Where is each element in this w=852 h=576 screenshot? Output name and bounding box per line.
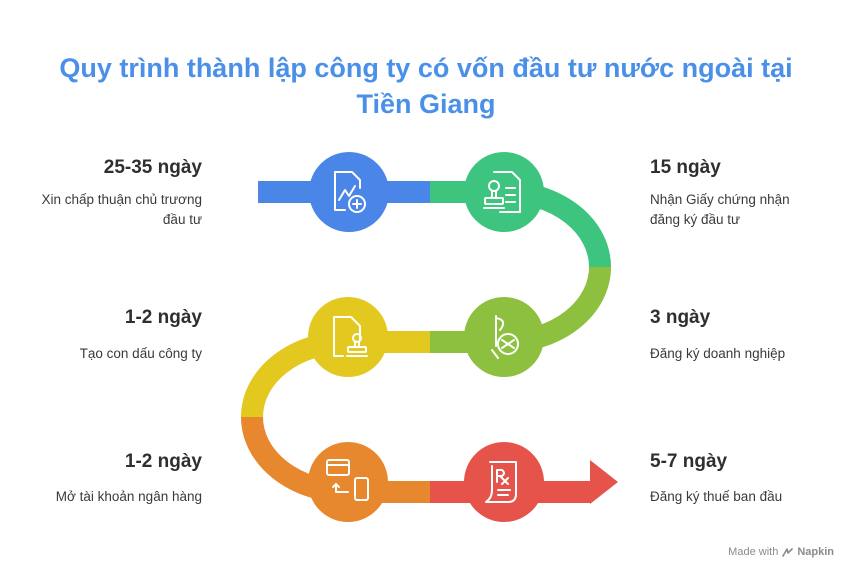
step-2-description: Nhận Giấy chứng nhận đăng ký đầu tư [650, 190, 790, 230]
step-2-desc-line-2: đăng ký đầu tư [650, 212, 741, 227]
card-phone-icon [326, 459, 369, 501]
node-circle-1 [309, 152, 389, 232]
page-title: Quy trình thành lập công ty có vốn đầu t… [0, 50, 852, 122]
stamp-document-icon [333, 316, 368, 357]
step-3-duration: 3 ngày [650, 307, 711, 328]
node-circle-5 [308, 442, 388, 522]
step-2-duration: 15 ngày [650, 157, 721, 178]
node-circle-4 [308, 297, 388, 377]
step-1-description: Xin chấp thuận chủ trương đầu tư [42, 190, 203, 230]
footer-brand: Napkin [797, 546, 834, 558]
step-1-desc-line-1: Xin chấp thuận chủ trương [41, 192, 203, 207]
step-2-desc-line-1: Nhận Giấy chứng nhận [650, 192, 790, 207]
step-3-description: Đăng ký doanh nghiệp [650, 346, 786, 361]
registration-icon [491, 315, 519, 359]
step-1-desc-line-2: đầu tư [162, 212, 202, 227]
node-circle-3 [464, 297, 544, 377]
napkin-logo-icon [782, 547, 794, 557]
title-line-1: Quy trình thành lập công ty có vốn đầu t… [59, 53, 793, 83]
step-4-duration: 1-2 ngày [124, 307, 202, 328]
chart-add-icon [334, 171, 366, 213]
footer-made-with: Made with [728, 546, 779, 558]
step-4-description: Tạo con dấu công ty [79, 346, 202, 361]
certificate-stamp-icon [483, 171, 521, 213]
step-6-description: Đăng ký thuế ban đầu [650, 489, 783, 504]
step-5-duration: 1-2 ngày [124, 451, 202, 472]
prescription-doc-icon [485, 461, 517, 503]
step-6-duration: 5-7 ngày [650, 451, 728, 472]
node-circle-2 [464, 152, 544, 232]
title-line-2: Tiền Giang [356, 89, 496, 119]
step-1-duration: 25-35 ngày [103, 157, 202, 178]
footer-attribution[interactable]: Made with Napkin [728, 546, 834, 558]
step-5-description: Mở tài khoản ngân hàng [55, 489, 202, 504]
